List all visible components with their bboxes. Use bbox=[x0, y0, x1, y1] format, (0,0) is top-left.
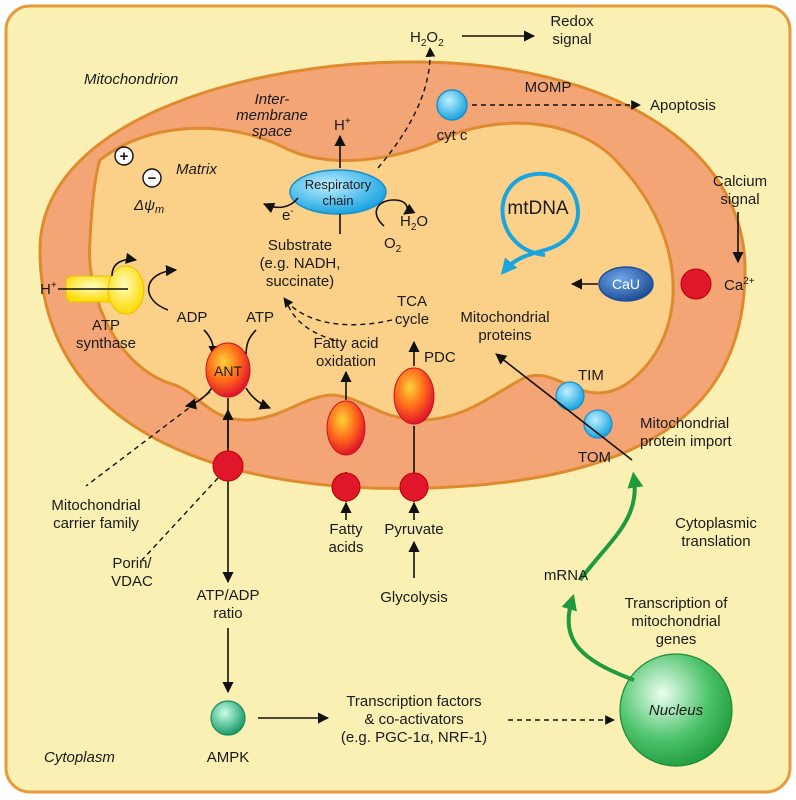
intermembrane-label-3: space bbox=[252, 123, 292, 140]
fao-substrate-dashed bbox=[285, 299, 335, 341]
calcium-channel bbox=[680, 268, 712, 300]
cyt-c-label: cyt c bbox=[437, 127, 468, 144]
transcription-arrow bbox=[561, 593, 635, 682]
intermembrane-label-1: Inter- bbox=[255, 91, 290, 108]
calcium-label-2: signal bbox=[720, 191, 759, 208]
minus-icon bbox=[142, 168, 162, 188]
cau-label: CaU bbox=[612, 276, 640, 292]
pdc-shape bbox=[393, 367, 435, 425]
mito-proteins-label-2: proteins bbox=[478, 327, 531, 344]
proton-entry-arrow bbox=[111, 252, 138, 277]
h2o2-label: H2O2 bbox=[410, 29, 444, 49]
porin-label-1: Porin/ bbox=[112, 555, 152, 572]
import-label-1: Mitochondrial bbox=[640, 415, 729, 432]
fatty-acids-label-1: Fatty bbox=[329, 521, 363, 538]
mrna-label: mRNA bbox=[544, 567, 588, 584]
tf-label-1: Transcription factors bbox=[346, 693, 481, 710]
substrate-label-2: (e.g. NADH, bbox=[260, 255, 341, 272]
ratio-label-1: ATP/ADP bbox=[196, 587, 259, 604]
carrier-label-1: Mitochondrial bbox=[51, 497, 140, 514]
transcription-label-1: Transcription of bbox=[625, 595, 729, 612]
mitochondrion-label: Mitochondrion bbox=[84, 71, 178, 88]
substrate-label-1: Substrate bbox=[268, 237, 332, 254]
adp-to-atp-arrow bbox=[147, 265, 178, 311]
minus-sign: − bbox=[148, 170, 157, 187]
cyt-c-icon bbox=[436, 89, 468, 121]
transcription-label-2: mitochondrial bbox=[631, 613, 720, 630]
transcription-label-3: genes bbox=[656, 631, 697, 648]
momp-label: MOMP bbox=[525, 79, 572, 96]
porin-dash-line bbox=[141, 477, 219, 561]
atp-label: ATP bbox=[246, 309, 274, 326]
e-minus-arrow bbox=[262, 197, 299, 214]
ca2-label: Ca2+ bbox=[724, 276, 755, 294]
mito-proteins-label-1: Mitochondrial bbox=[460, 309, 549, 326]
redox-label-1: Redox bbox=[550, 13, 594, 30]
tf-label-2: & co-activators bbox=[364, 711, 463, 728]
h2o2-dashed-path bbox=[377, 47, 436, 169]
calcium-label-1: Calcium bbox=[713, 173, 767, 190]
ampk-label: AMPK bbox=[207, 749, 250, 766]
tim-label: TIM bbox=[578, 367, 604, 384]
fatty-acid-transporter bbox=[331, 472, 361, 502]
import-arrow bbox=[495, 353, 633, 461]
mtdna-loop bbox=[500, 171, 580, 275]
h2o-label: H2O bbox=[400, 213, 428, 233]
porin-vdac bbox=[212, 450, 244, 482]
adp-label: ADP bbox=[177, 309, 208, 326]
carrier-dash-line bbox=[85, 391, 211, 487]
tf-label-3: (e.g. PGC-1α, NRF-1) bbox=[341, 729, 487, 746]
cytoplasm-label: Cytoplasm bbox=[44, 749, 115, 766]
plus-sign: + bbox=[120, 148, 129, 165]
matrix-label: Matrix bbox=[176, 161, 217, 178]
o2-label: O2 bbox=[384, 235, 402, 255]
tca-label-1: TCA bbox=[397, 293, 427, 310]
porin-label-2: VDAC bbox=[111, 573, 153, 590]
atp-synthase-head bbox=[107, 265, 145, 315]
respiratory-chain-label-1: Respiratory bbox=[305, 177, 372, 192]
tom-icon bbox=[583, 409, 613, 439]
plus-icon bbox=[114, 146, 134, 166]
carrier-label-2: carrier family bbox=[53, 515, 139, 532]
fatty-acids-label-2: acids bbox=[328, 539, 363, 556]
mtdna-label: mtDNA bbox=[507, 198, 569, 219]
fao-label-2: oxidation bbox=[316, 353, 376, 370]
nucleus bbox=[619, 653, 733, 767]
cau-shape bbox=[598, 266, 654, 302]
ant-out-arrow bbox=[245, 329, 257, 357]
translation-arrow bbox=[578, 471, 644, 582]
ratio-label-2: ratio bbox=[213, 605, 242, 622]
import-label-2: protein import bbox=[640, 433, 733, 450]
nucleus-label: Nucleus bbox=[649, 702, 704, 719]
pdc-label: PDC bbox=[424, 349, 456, 366]
ant-label: ANT bbox=[214, 363, 242, 379]
respiratory-chain-shape bbox=[289, 169, 387, 215]
fatty-acid-carrier bbox=[326, 400, 366, 456]
atp-synthase-label-2: synthase bbox=[76, 335, 136, 352]
fao-label-1: Fatty acid bbox=[313, 335, 378, 352]
ant-shape bbox=[205, 342, 251, 398]
respiratory-chain-label-2: chain bbox=[322, 193, 353, 208]
h-plus-rc-label: H+ bbox=[334, 116, 351, 134]
apoptosis-label: Apoptosis bbox=[650, 97, 716, 114]
glycolysis-label: Glycolysis bbox=[380, 589, 448, 606]
pyruvate-label: Pyruvate bbox=[384, 521, 443, 538]
redox-label-2: signal bbox=[552, 31, 591, 48]
ant-bottom-right-arrow bbox=[245, 387, 272, 410]
tca-label-2: cycle bbox=[395, 311, 429, 328]
cyto-translation-label-1: Cytoplasmic bbox=[675, 515, 757, 532]
intermembrane-label-2: membrane bbox=[236, 107, 308, 124]
h-plus-atp-label: H+ bbox=[40, 280, 57, 298]
tom-label: TOM bbox=[578, 449, 611, 466]
ampk-icon bbox=[210, 700, 246, 736]
o2-h2o-arrow bbox=[375, 199, 416, 227]
e-minus-label: e- bbox=[282, 206, 294, 224]
cyto-translation-label-2: translation bbox=[681, 533, 750, 550]
atp-synthase-label-1: ATP bbox=[92, 317, 120, 334]
delta-psi-label: Δψm bbox=[133, 197, 164, 216]
pyruvate-transporter bbox=[399, 472, 429, 502]
tim-icon bbox=[555, 381, 585, 411]
substrate-label-3: succinate) bbox=[266, 273, 334, 290]
